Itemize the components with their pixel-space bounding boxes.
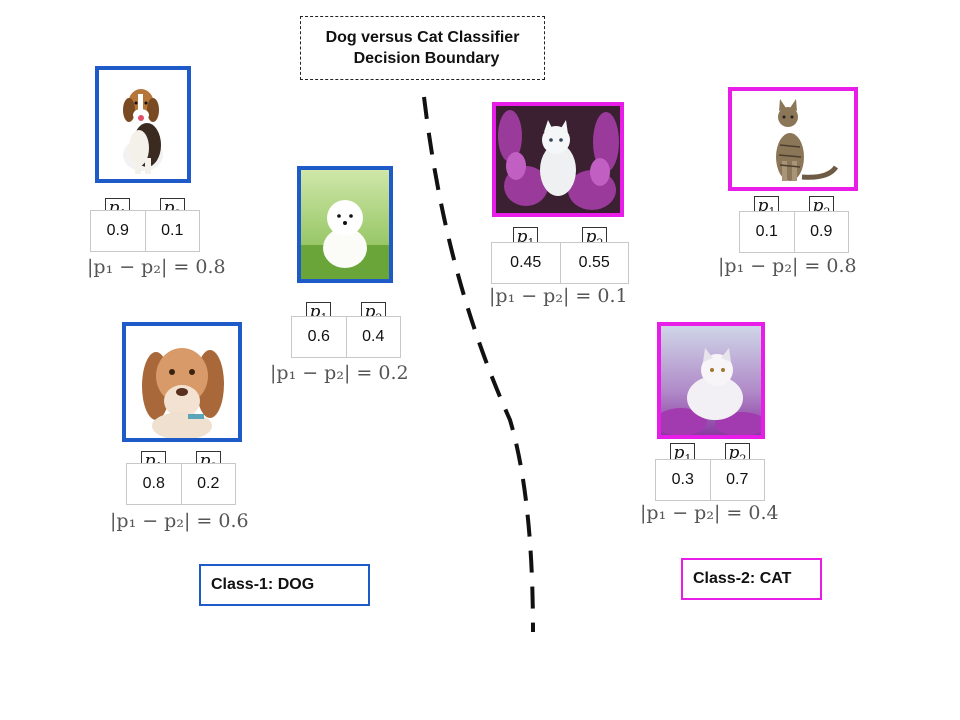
fluffy-cat-icon	[661, 326, 761, 435]
beagle-puppy-icon	[126, 326, 238, 438]
dog-pomeranian-difference: |p₁ − p₂| = 0.2	[270, 362, 409, 384]
dog-beagle-photo	[95, 66, 191, 183]
dog-beagle-difference: |p₁ − p₂| = 0.8	[87, 256, 226, 278]
dog-beagle-prob-table: 0.9 0.1	[90, 210, 200, 252]
cat-white-flowers-photo	[492, 102, 624, 217]
p1-value: 0.45	[510, 254, 542, 271]
p1-value: 0.3	[671, 471, 694, 488]
title-line-1: Dog versus Cat Classifier	[325, 29, 520, 46]
tabby-cat-icon	[732, 91, 854, 187]
cat-tabby-difference: |p₁ − p₂| = 0.8	[718, 255, 857, 277]
p2-value: 0.55	[559, 243, 629, 283]
white-cat-in-flowers-icon	[496, 106, 620, 213]
title-box: Dog versus Cat Classifier Decision Bound…	[300, 16, 545, 80]
cat-fluffy-photo	[657, 322, 765, 439]
cat-tabby-photo	[728, 87, 858, 191]
dog-puppy-photo	[122, 322, 242, 442]
p2-value: 0.9	[793, 212, 849, 252]
dog-pomeranian-photo	[297, 166, 393, 283]
beagle-dog-icon	[99, 70, 187, 179]
p1-value: 0.1	[755, 223, 778, 240]
dog-puppy-difference: |p₁ − p₂| = 0.6	[110, 510, 249, 532]
p2-value: 0.2	[180, 464, 236, 504]
cat-white-flowers-prob-table: 0.45 0.55	[491, 242, 629, 284]
dog-puppy-prob-table: 0.8 0.2	[126, 463, 236, 505]
cat-fluffy-difference: |p₁ − p₂| = 0.4	[640, 502, 779, 524]
p2-value: 0.1	[144, 211, 200, 251]
p2-value: 0.7	[709, 460, 765, 500]
title-line-2: Decision Boundary	[353, 50, 500, 67]
p1-value: 0.6	[307, 328, 330, 345]
class-1-dog-legend: Class-1: DOG	[199, 564, 370, 606]
cat-fluffy-prob-table: 0.3 0.7	[655, 459, 765, 501]
p2-value: 0.4	[345, 317, 401, 357]
cat-tabby-prob-table: 0.1 0.9	[739, 211, 849, 253]
p1-value: 0.8	[142, 475, 165, 492]
class-2-cat-legend: Class-2: CAT	[681, 558, 822, 600]
cat-white-flowers-difference: |p₁ − p₂| = 0.1	[489, 285, 628, 307]
white-puppy-icon	[301, 170, 389, 279]
p1-value: 0.9	[106, 222, 129, 239]
dog-pomeranian-prob-table: 0.6 0.4	[291, 316, 401, 358]
